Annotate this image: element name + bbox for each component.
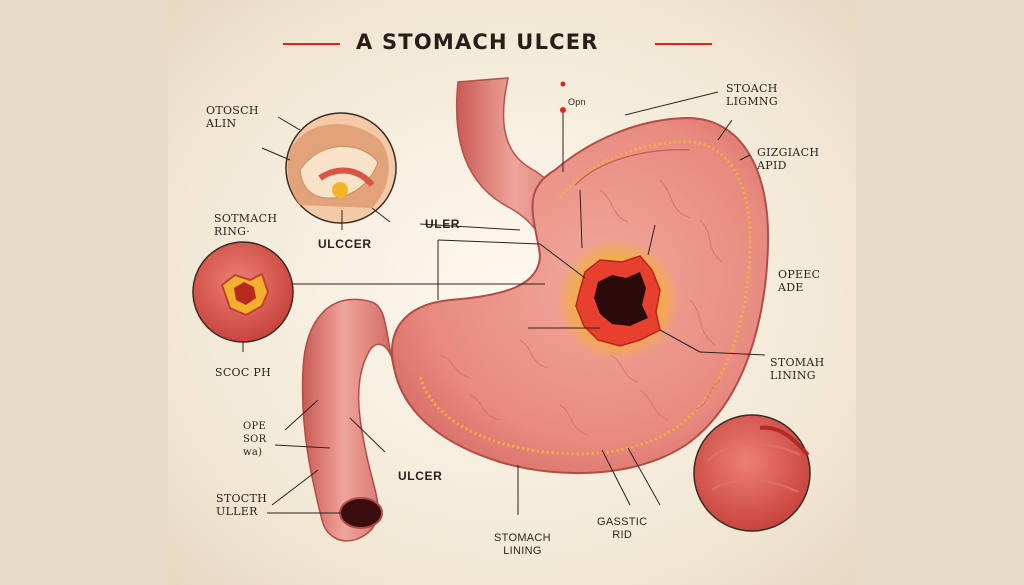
label-ulcer-bottom: ULCER <box>398 469 443 483</box>
inset-ulcer-left <box>192 241 294 343</box>
label-ulccer-inset: ULCCER <box>318 237 372 251</box>
pin-dot-top <box>560 81 566 87</box>
label-stomach-lining: STOMACH LINING <box>494 532 551 557</box>
inset-lining-right <box>693 414 811 532</box>
leader-lines <box>242 91 766 515</box>
label-opn: Opn <box>568 97 586 107</box>
diagram-title: A STOMACH ULCER <box>356 30 599 54</box>
label-uler: ULER <box>425 217 461 231</box>
stomach-lining <box>418 140 752 456</box>
label-opeec: OPEEC ADE <box>778 268 821 294</box>
label-stoach: STOACH LIGMNG <box>726 82 778 108</box>
inset-ulcer-top <box>285 112 397 224</box>
duodenum <box>301 298 396 542</box>
label-stocth: STOCTH ULLER <box>216 492 268 518</box>
label-scoc: SCOC PH <box>215 366 271 379</box>
label-ope-sor: OPE SOR wa) <box>243 421 267 458</box>
label-otosch: OTOSCH ALIN <box>206 104 259 130</box>
label-stomah: STOMAH LINING <box>770 356 825 382</box>
label-gizgiach: GIZGIACH APID <box>757 146 820 172</box>
ulcer-crater <box>594 272 648 326</box>
pin-dot <box>560 107 566 113</box>
label-sotmach: SOTMACH RING· <box>214 212 278 238</box>
duodenum-opening <box>339 497 383 529</box>
label-gasstic: GASSTIC RID <box>597 516 648 541</box>
